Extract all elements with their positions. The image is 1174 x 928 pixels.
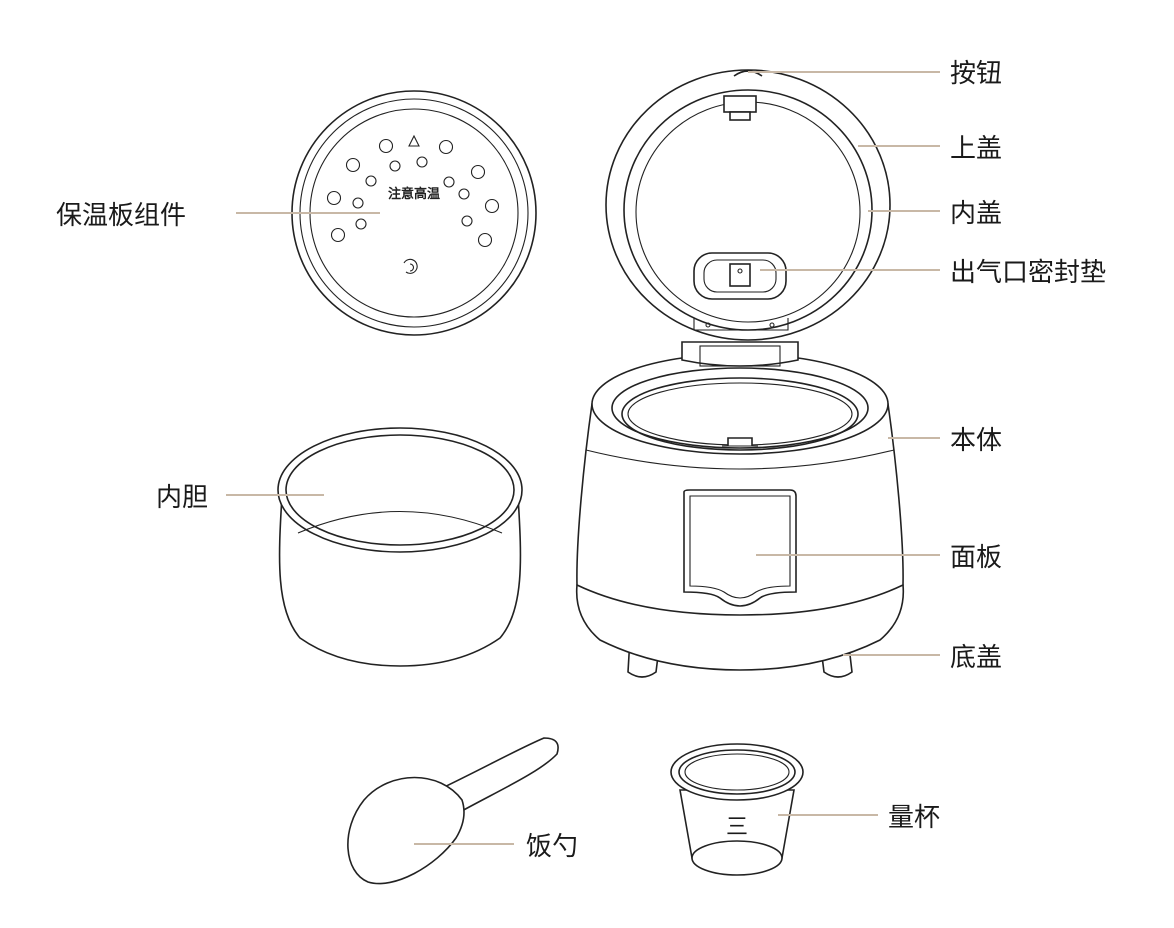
cup-rim-outer	[670, 743, 804, 801]
plate-vent-holes	[326, 138, 500, 248]
lid-hinge-edge	[693, 318, 789, 331]
pot-rim-inner	[285, 434, 515, 546]
lid-pin	[769, 322, 775, 328]
vent-hole	[438, 139, 454, 155]
lid-latch-top	[723, 95, 757, 113]
top-lid	[605, 69, 891, 341]
vent-hole	[470, 164, 486, 180]
body-top-inner	[611, 367, 869, 449]
label-vent-seal: 出气口密封垫	[950, 258, 1106, 288]
rice-cooker	[575, 69, 905, 678]
vent-hole	[443, 176, 455, 188]
cup-rim-lip	[684, 753, 790, 791]
spoon-handle	[436, 737, 559, 813]
cup-bottom	[691, 840, 783, 876]
label-body: 本体	[950, 426, 1002, 456]
body-pot-opening	[621, 377, 859, 451]
measuring-cup: 三	[670, 743, 804, 876]
label-button: 按钮	[950, 59, 1002, 89]
label-rice-spoon: 饭勺	[526, 832, 578, 862]
body-latch	[727, 437, 753, 446]
plate-warning-text: 注意高温	[388, 186, 440, 202]
label-panel: 面板	[950, 543, 1002, 573]
leader-lines	[226, 71, 940, 845]
triangle-mark-icon	[408, 134, 420, 147]
part-labels: 按钮 上盖 内盖 出气口密封垫 本体 面板 底盖 保温板组件 内胆 饭勺 量杯	[56, 59, 1106, 862]
vent-hole	[389, 160, 401, 172]
vent-hole	[416, 156, 428, 168]
lid-pin	[705, 322, 711, 328]
vent-hole	[477, 232, 493, 248]
vent-hole	[365, 175, 377, 187]
label-top-lid: 上盖	[950, 134, 1002, 164]
cup-rim-inner	[678, 749, 796, 795]
vent-hole	[458, 188, 470, 200]
label-measuring-cup: 量杯	[888, 803, 940, 833]
vent-hole	[326, 190, 342, 206]
vent-hole	[330, 227, 346, 243]
vent-valve	[729, 263, 751, 287]
control-panel-inner	[689, 495, 791, 599]
control-panel	[683, 489, 797, 607]
rice-spoon	[347, 737, 559, 885]
label-warming-plate: 保温板组件	[56, 201, 186, 231]
plate-knob-icon	[403, 258, 418, 274]
body-lower-band	[585, 449, 895, 470]
spoon-head	[347, 776, 465, 885]
vent-hole	[461, 215, 473, 227]
inner-pot	[277, 427, 523, 667]
vent-valve-dot	[737, 268, 743, 274]
vent-hole	[484, 198, 500, 214]
label-inner-pot: 内胆	[156, 483, 208, 513]
label-bottom-cover: 底盖	[950, 643, 1002, 673]
cup-measure-marks: 三	[726, 815, 748, 840]
vent-hole	[355, 218, 367, 230]
lid-latch-top-inner	[729, 111, 751, 121]
label-inner-lid: 内盖	[950, 199, 1002, 229]
pot-water-line	[297, 511, 503, 534]
hinge-block	[699, 345, 781, 367]
vent-seal-inner	[703, 259, 777, 293]
vent-hole	[378, 138, 394, 154]
vent-hole	[352, 197, 364, 209]
pot-rim-outer	[277, 427, 523, 553]
vent-hole	[345, 157, 361, 173]
